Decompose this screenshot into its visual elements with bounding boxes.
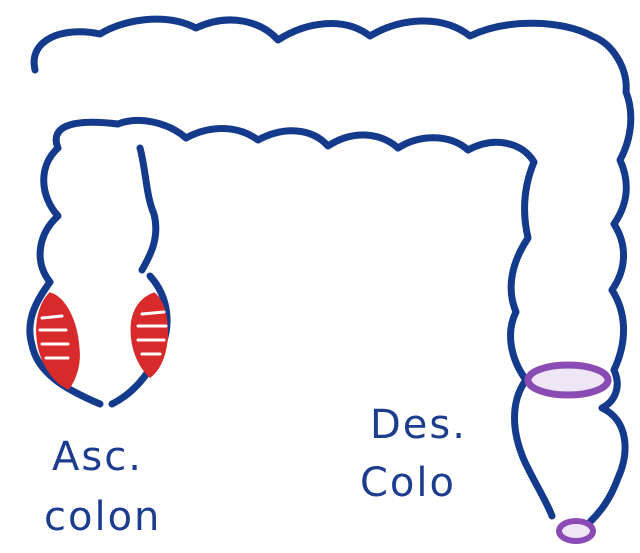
ascending-label-line2: colon	[44, 494, 161, 540]
inflammation-right	[132, 294, 167, 376]
descending-label-line1: Des.	[370, 402, 467, 448]
descending-ring	[528, 365, 608, 395]
descending-label-line2: Colo	[360, 460, 456, 506]
ascending-label-line1: Asc.	[52, 434, 143, 480]
end-ring	[559, 521, 593, 541]
ascending-gap-edge	[140, 148, 156, 270]
